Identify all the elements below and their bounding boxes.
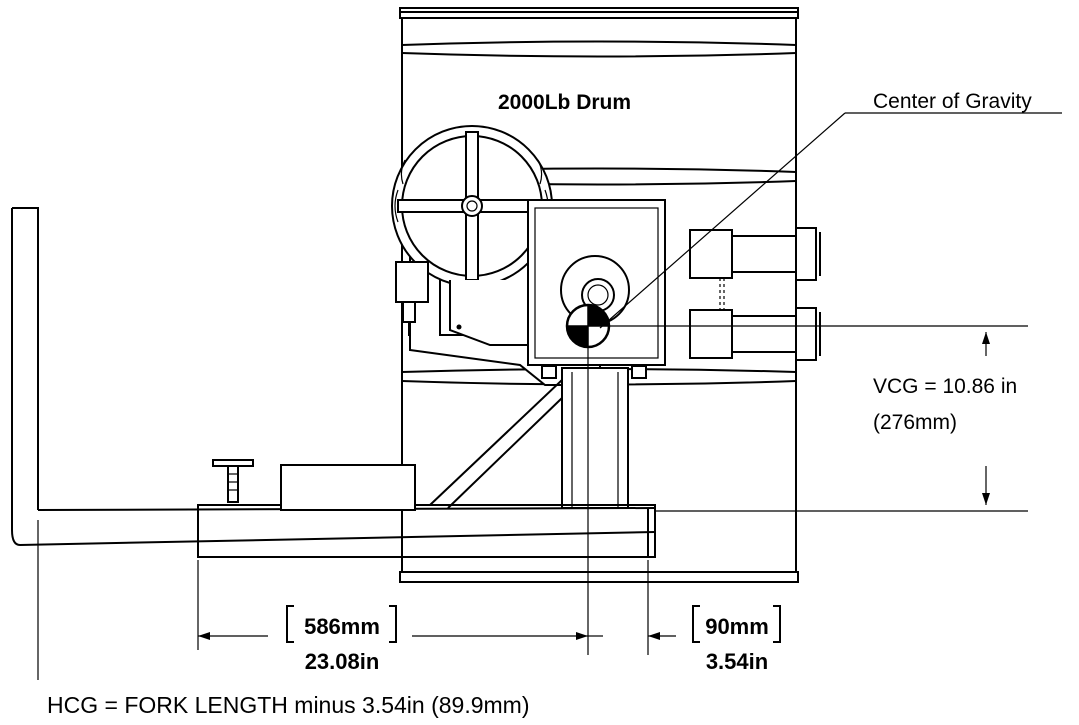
drum (399, 7, 799, 583)
dim-right-in: 3.54in (706, 649, 768, 674)
dim-right-mm: 90mm (705, 614, 769, 639)
vcg-value-label: VCG = 10.86 in (873, 375, 1017, 398)
hcg-note: HCG = FORK LENGTH minus 3.54in (89.9mm) (47, 692, 529, 718)
drum-label: 2000Lb Drum (498, 91, 631, 114)
cog-leader (599, 112, 1062, 329)
dim-left-mm: 586mm (304, 614, 380, 639)
fork (11, 207, 656, 558)
cog-label: Center of Gravity (873, 90, 1032, 113)
side-arms (689, 227, 821, 361)
vcg-mm-label: (276mm) (873, 411, 957, 434)
mast (429, 367, 629, 509)
horizontal-dimensions (37, 348, 781, 680)
vcg-dimension (609, 325, 1028, 512)
dim-left-in: 23.08in (305, 649, 380, 674)
